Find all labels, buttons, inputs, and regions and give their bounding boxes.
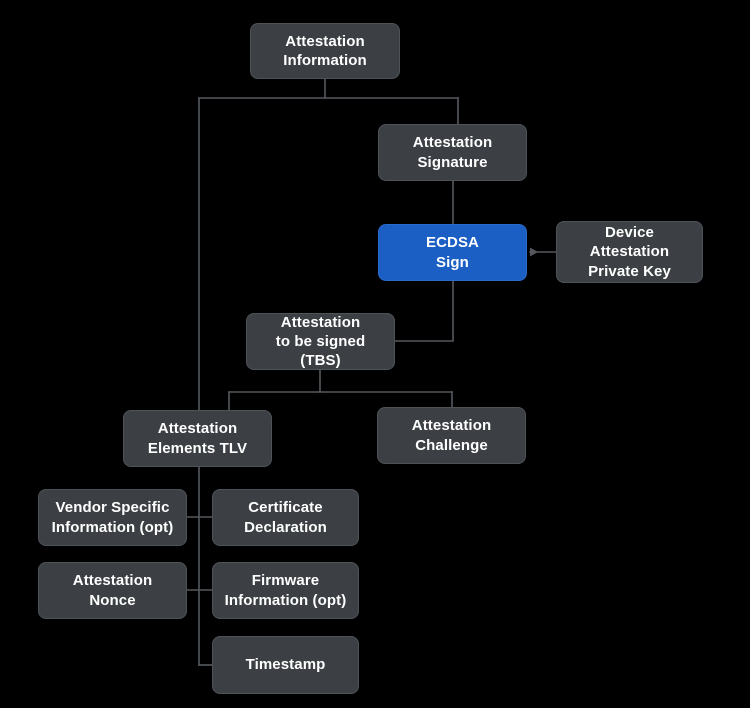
node-label: Attestation to be signed (TBS) (275, 313, 366, 370)
node-label: Device Attestation Private Key (588, 224, 671, 280)
node-label: Firmware Information (opt) (224, 572, 347, 609)
node-firmware-information[interactable]: Firmware Information (opt) (212, 562, 359, 619)
node-label: Attestation Signature (412, 134, 493, 171)
node-label: ECDSA Sign (425, 234, 479, 271)
node-label: Attestation Elements TLV (147, 420, 248, 457)
node-timestamp[interactable]: Timestamp (212, 636, 359, 694)
edge-ecdsa-to-tbs (394, 280, 454, 342)
node-label: Attestation Challenge (411, 417, 492, 454)
node-attestation-elements-tlv[interactable]: Attestation Elements TLV (123, 410, 272, 467)
node-attestation-to-be-signed[interactable]: Attestation to be signed (TBS) (246, 313, 395, 370)
node-attestation-challenge[interactable]: Attestation Challenge (377, 407, 526, 464)
node-label: Certificate Declaration (244, 499, 327, 536)
node-device-attestation-private-key[interactable]: Device Attestation Private Key (556, 221, 703, 283)
node-vendor-specific-information[interactable]: Vendor Specific Information (opt) (38, 489, 187, 546)
node-attestation-signature[interactable]: Attestation Signature (378, 124, 527, 181)
node-label: Vendor Specific Information (opt) (51, 499, 174, 536)
node-label: Timestamp (245, 656, 326, 674)
node-label: Attestation Nonce (72, 572, 153, 609)
node-certificate-declaration[interactable]: Certificate Declaration (212, 489, 359, 546)
node-label: Attestation Information (283, 32, 367, 69)
node-attestation-nonce[interactable]: Attestation Nonce (38, 562, 187, 619)
node-ecdsa-sign[interactable]: ECDSA Sign (378, 224, 527, 281)
node-attestation-information[interactable]: Attestation Information (250, 23, 400, 79)
